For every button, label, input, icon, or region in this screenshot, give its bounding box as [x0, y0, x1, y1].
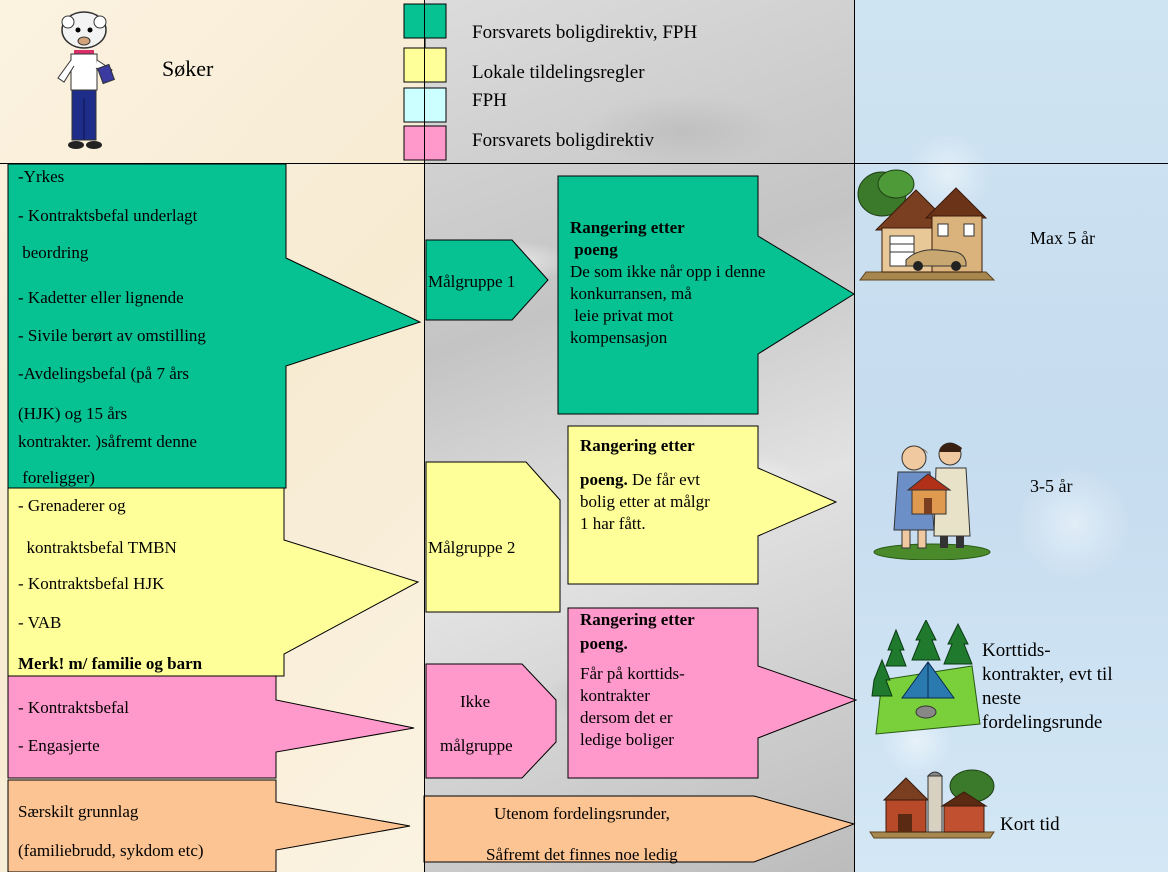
outcome-short-term-line4: fordelingsrunde [982, 712, 1103, 733]
ranking1-body-line: konkurransen, må [570, 284, 692, 303]
legend-swatch-green [403, 3, 447, 39]
group1-item: - Kadetter eller lignende [18, 288, 184, 307]
ranking3-body-line: ledige boliger [580, 730, 674, 749]
group2-item: - Grenaderer og [18, 496, 126, 515]
target2-arrow [425, 461, 561, 613]
group4-item: Særskilt grunnlag [18, 802, 139, 821]
header-divider [0, 163, 1168, 164]
ranking3-heading-line2: poeng. [580, 634, 628, 653]
ranking3-body-line: dersom det er [580, 708, 673, 727]
group4-item: (familiebrudd, sykdom etc) [18, 841, 204, 860]
legend-swatch-pink [403, 125, 447, 161]
target-group4-label-line2: Såfremt det finnes noe ledig [486, 845, 678, 864]
character-icon [57, 11, 116, 149]
farm-icon [869, 769, 995, 839]
outcome-max-5: Max 5 år [1030, 228, 1095, 248]
ranking1-body-line: kompensasjon [570, 328, 668, 347]
column-divider-right [854, 0, 855, 872]
group2-item: kontraktsbefal TMBN [18, 538, 177, 557]
ranking2-heading-line1: Rangering etter [580, 436, 695, 455]
legend-swatch-yellow [403, 47, 447, 83]
legend-label-cyan: FPH [472, 90, 507, 111]
tent-icon [871, 620, 981, 735]
group1-item: - Kontraktsbefal underlagt [18, 206, 198, 225]
group1-item: beordring [18, 243, 89, 262]
group3-arrow [7, 675, 415, 779]
ranking1-arrow [557, 175, 855, 415]
ranking3-heading-line1: Rangering etter [580, 610, 695, 629]
ranking1-body-line: De som ikke når opp i denne [570, 262, 766, 281]
group1-item: - Sivile berørt av omstilling [18, 326, 206, 345]
outcome-short-time: Kort tid [1000, 814, 1060, 835]
group2-note: Merk! m/ familie og barn [18, 654, 203, 673]
target3-arrow [425, 663, 557, 779]
group1-item: -Yrkes [18, 167, 65, 186]
target-group3-label-line2: målgruppe [440, 736, 513, 755]
ranking2-body-line: 1 har fått. [580, 514, 646, 533]
outcome-short-term-line3: neste [982, 688, 1022, 709]
outcome-3-5: 3-5 år [1030, 476, 1073, 496]
ranking1-heading-line2: poeng [570, 240, 618, 259]
ranking1-body-line: leie privat mot [570, 306, 674, 325]
group4-arrow [7, 779, 411, 872]
house-icon [857, 169, 996, 281]
applicant-label: Søker [162, 56, 214, 81]
outcome-short-term-line2: kontrakter, evt til [982, 664, 1113, 685]
column-divider-left [424, 0, 425, 872]
group2-item: - VAB [18, 613, 62, 632]
target1-arrow [425, 239, 549, 321]
outcome-short-term-line1: Korttids- [982, 640, 1051, 661]
group1-item: kontrakter. )såfremt denne [18, 432, 197, 451]
ranking2-inline-text: De får evt [627, 470, 700, 489]
ranking2-arrow [567, 425, 838, 585]
couple-icon [873, 442, 991, 560]
group1-item: foreligger) [18, 468, 95, 487]
ranking2-body-line: bolig etter at målgr [580, 492, 710, 511]
group3-item: - Engasjerte [18, 736, 100, 755]
ranking2-heading-line2: poeng. De får evt [580, 470, 700, 490]
ranking3-body-line: Får på korttids- [580, 664, 685, 683]
legend-swatch-cyan [403, 87, 447, 123]
group1-item: -Avdelingsbefal (på 7 års [18, 364, 190, 383]
target-group4-label-line1: Utenom fordelingsrunder, [494, 804, 670, 823]
ranking3-arrow [567, 607, 858, 779]
ranking2-heading-bold: poeng. [580, 470, 628, 489]
legend-label-green: Forsvarets boligdirektiv, FPH [472, 22, 698, 43]
ranking1-heading-line1: Rangering etter [570, 218, 685, 237]
target-group1-label: Målgruppe 1 [428, 272, 516, 291]
target-group2-label: Målgruppe 2 [428, 538, 516, 557]
legend-label-yellow: Lokale tildelingsregler [472, 62, 645, 83]
target-group3-label-line1: Ikke [460, 692, 491, 711]
legend-label-pink: Forsvarets boligdirektiv [472, 130, 655, 151]
group1-item: (HJK) og 15 års [18, 404, 128, 423]
group3-item: - Kontraktsbefal [18, 698, 129, 717]
ranking3-body-line: kontrakter [580, 686, 650, 705]
group2-item: - Kontraktsbefal HJK [18, 574, 165, 593]
